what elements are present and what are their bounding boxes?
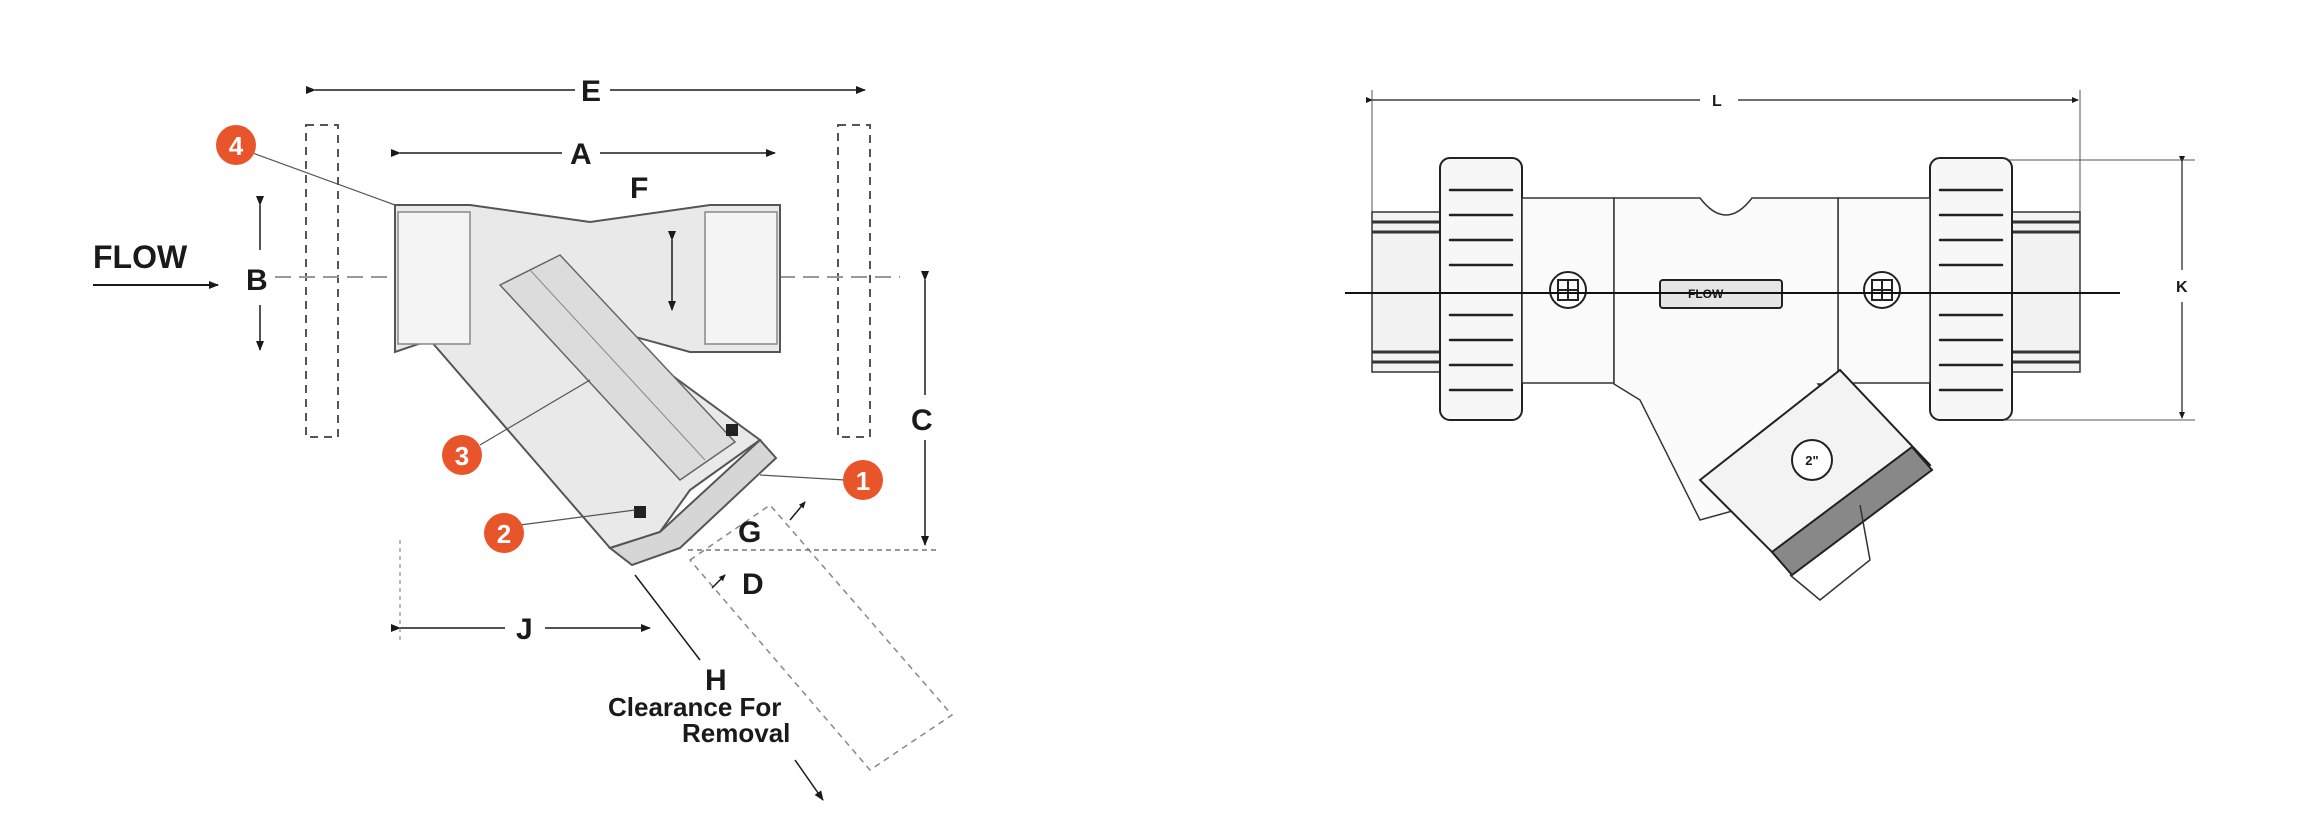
dim-g-arrow xyxy=(789,501,806,521)
left-bolt xyxy=(1549,271,1587,309)
left-union-nut xyxy=(1439,157,1523,421)
right-pipe-ridges xyxy=(2010,220,2080,364)
clearance-label-line1: Clearance For xyxy=(608,692,781,722)
screen-line xyxy=(529,269,706,461)
right-bolt xyxy=(1863,271,1901,309)
dim-h-label: H xyxy=(705,664,727,697)
dim-e-label: E xyxy=(581,75,601,108)
drain-plug xyxy=(1789,504,1871,601)
left-flange-outline xyxy=(305,124,339,438)
left-union-ribs xyxy=(1448,188,1514,392)
callout-4 xyxy=(216,125,256,165)
callout-1-number: 1 xyxy=(856,466,870,496)
o-ring-seal-2 xyxy=(726,424,738,436)
strainer-section-drawing: FLOW E A F B C G D J xyxy=(93,75,954,801)
removal-clearance-outline xyxy=(688,504,954,771)
callout-1-leader xyxy=(759,474,846,481)
dim-c-label: C xyxy=(911,404,933,437)
callout-3 xyxy=(442,435,482,475)
right-union-ribs xyxy=(1938,188,2004,392)
dim-h-arrow xyxy=(794,759,824,801)
clearance-label-line2: Removal xyxy=(682,718,790,748)
callout-3-leader xyxy=(479,379,591,446)
cap-size-badge xyxy=(1791,439,1833,481)
right-union-nut xyxy=(1929,157,2013,421)
callout-3-number: 3 xyxy=(455,441,469,471)
dim-k-label: K xyxy=(2176,279,2188,296)
dim-l-label: L xyxy=(1712,93,1722,110)
outlet-bore xyxy=(704,211,778,345)
dim-g-label: G xyxy=(738,516,761,549)
right-flange-outline xyxy=(837,124,871,438)
strainer-elevation-drawing: L K xyxy=(1345,90,2195,601)
callout-2 xyxy=(484,513,524,553)
left-pipe-ridges xyxy=(1372,220,1442,364)
cap-knurled-ring xyxy=(1770,445,1934,577)
callout-4-number: 4 xyxy=(229,131,244,161)
dim-j-label: J xyxy=(516,613,533,646)
dim-b-label: B xyxy=(246,264,268,297)
flow-label: FLOW xyxy=(93,239,188,275)
o-ring-seal xyxy=(634,506,646,518)
screen-element xyxy=(498,254,737,481)
strainer-cap xyxy=(607,438,778,567)
dim-d-label: D xyxy=(742,568,764,601)
dim-f-label: F xyxy=(630,172,648,205)
callout-2-leader xyxy=(519,509,636,526)
callout-2-number: 2 xyxy=(497,519,511,549)
dim-d-arrow xyxy=(711,574,726,589)
inlet-bore xyxy=(397,211,471,345)
dim-h-line xyxy=(634,574,701,661)
callout-1 xyxy=(843,460,883,500)
cap-size-label: 2" xyxy=(1805,453,1818,468)
dim-a-label: A xyxy=(570,138,592,171)
callout-4-leader xyxy=(249,151,396,206)
